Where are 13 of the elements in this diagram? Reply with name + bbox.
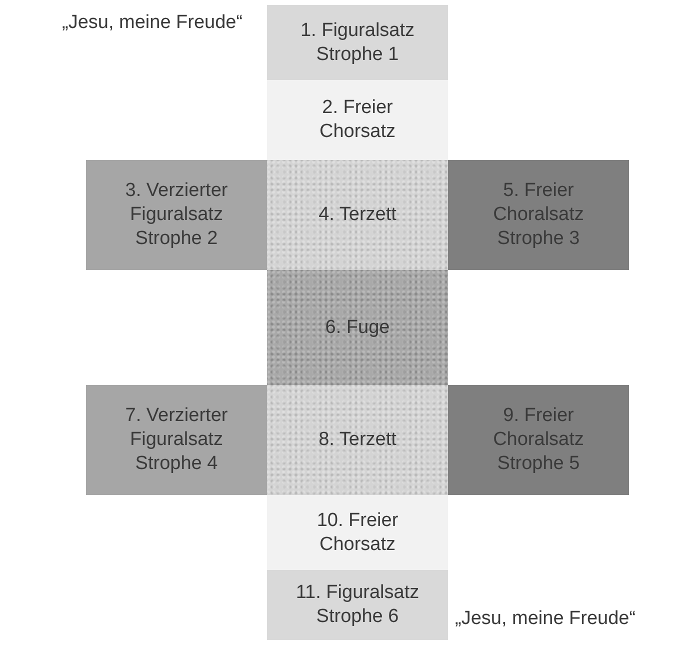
section-box: 9. Freier Choralsatz Strophe 5 [448,385,629,495]
section-box: 8. Terzett [267,385,448,495]
section-box: 2. Freier Chorsatz [267,80,448,160]
section-box: 4. Terzett [267,160,448,270]
section-box: 3. Verzierter Figuralsatz Strophe 2 [86,160,267,270]
section-box: 6. Fuge [267,270,448,385]
section-box: 10. Freier Chorsatz [267,495,448,570]
section-box: 7. Verzierter Figuralsatz Strophe 4 [86,385,267,495]
section-box: 1. Figuralsatz Strophe 1 [267,5,448,80]
section-box: 11. Figuralsatz Strophe 6 [267,570,448,640]
section-box: 5. Freier Choralsatz Strophe 3 [448,160,629,270]
quote-text: „Jesu, meine Freude“ [62,12,243,34]
quote-text: „Jesu, meine Freude“ [455,608,636,630]
